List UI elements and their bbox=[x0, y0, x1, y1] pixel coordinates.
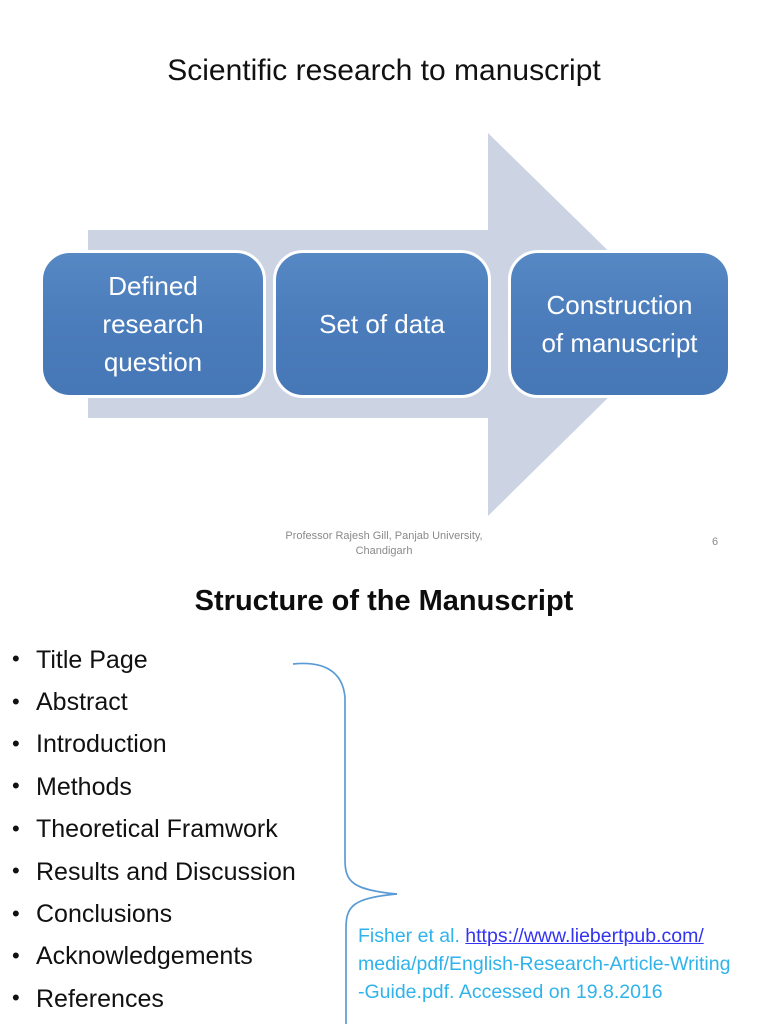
list-item-label: Results and Discussion bbox=[36, 857, 296, 886]
list-item: • Theoretical Framwork bbox=[8, 809, 358, 851]
bullet-icon: • bbox=[12, 942, 20, 968]
footer-credit: Professor Rajesh Gill, Panjab University… bbox=[234, 529, 534, 559]
citation-link[interactable]: https://www.liebertpub.com/ bbox=[465, 925, 704, 947]
bullet-icon: • bbox=[12, 858, 20, 884]
flow-box-set-of-data: Set of data bbox=[273, 250, 491, 398]
list-item-label: Theoretical Framwork bbox=[36, 815, 278, 844]
list-item: • Acknowledgements bbox=[8, 936, 358, 978]
list-item-label: References bbox=[36, 984, 164, 1013]
list-item: • Abstract bbox=[8, 681, 358, 723]
bullet-icon: • bbox=[12, 900, 20, 926]
list-item: • Results and Discussion bbox=[8, 851, 358, 893]
bullet-icon: • bbox=[12, 730, 20, 756]
flow-box-defined-research-question: Defined research question bbox=[40, 250, 266, 398]
flow-box-label: Construction of manuscript bbox=[541, 290, 698, 358]
list-item: • Title Page bbox=[8, 639, 358, 681]
list-item: • Conclusions bbox=[8, 893, 358, 935]
list-item: • References bbox=[8, 978, 358, 1020]
flow-box-construction-of-manuscript: Construction of manuscript bbox=[508, 250, 731, 398]
flow-box-label: Set of data bbox=[319, 309, 445, 339]
footer-credit-line1: Professor Rajesh Gill, Panjab University… bbox=[285, 530, 483, 542]
list-item-label: Conclusions bbox=[36, 900, 173, 929]
citation-line2: media/pdf/English-Research-Article-Writi… bbox=[358, 953, 731, 975]
bullet-list: • Title Page • Abstract • Introduction •… bbox=[8, 639, 358, 1021]
citation: Fisher et al. https://www.liebertpub.com… bbox=[358, 922, 768, 1006]
bullet-icon: • bbox=[12, 688, 20, 714]
bullet-icon: • bbox=[12, 985, 20, 1011]
list-item-label: Introduction bbox=[36, 730, 167, 759]
bullet-icon: • bbox=[12, 773, 20, 799]
footer-credit-line2: Chandigarh bbox=[355, 545, 413, 557]
list-item-label: Abstract bbox=[36, 688, 128, 717]
list-item-label: Title Page bbox=[36, 645, 148, 674]
curly-brace-shape bbox=[292, 662, 398, 1024]
list-item: • Introduction bbox=[8, 724, 358, 766]
list-item-label: Methods bbox=[36, 772, 132, 801]
flow-box-label: Defined research question bbox=[102, 271, 204, 377]
slide2-title: Structure of the Manuscript bbox=[194, 585, 574, 617]
bullet-icon: • bbox=[12, 646, 20, 672]
slide1-title: Scientific research to manuscript bbox=[167, 54, 601, 87]
bullet-icon: • bbox=[12, 815, 20, 841]
list-item-label: Acknowledgements bbox=[36, 942, 253, 971]
citation-prefix: Fisher et al. bbox=[358, 925, 466, 947]
list-item: • Methods bbox=[8, 766, 358, 808]
citation-line3: -Guide.pdf. Accessed on 19.8.2016 bbox=[358, 981, 663, 1003]
page-number: 6 bbox=[711, 536, 719, 548]
